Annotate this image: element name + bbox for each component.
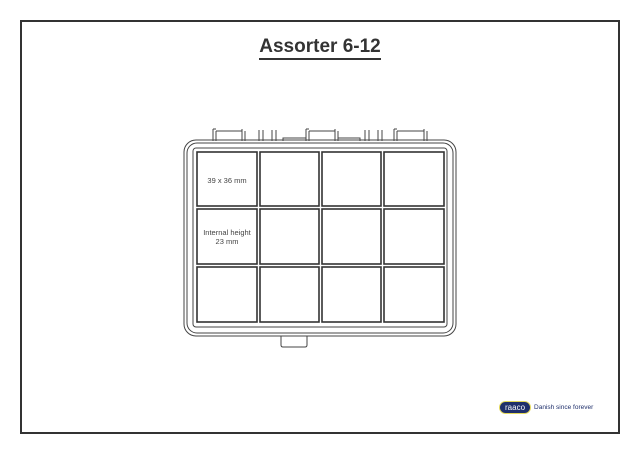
hinge-center [282, 128, 383, 141]
compartment-r1c4 [383, 151, 445, 207]
compartment-r1c2 [259, 151, 320, 207]
compartment-r1c1 [196, 151, 258, 207]
compartment-r1c3 [321, 151, 382, 207]
compartment-r2c4 [383, 208, 445, 265]
compartment-r2c3 [321, 208, 382, 265]
compartment-r3c1 [196, 266, 258, 323]
drawing-frame [20, 20, 620, 434]
hinge-right [393, 128, 428, 141]
title-text: Assorter 6-12 [259, 36, 381, 60]
raaco-logo-badge: raaco [500, 401, 531, 413]
internal-height-label: Internal height 23 mm [197, 228, 257, 246]
page-title: Assorter 6-12 [0, 36, 640, 60]
internal-height-line2: 23 mm [215, 237, 239, 246]
compartment-r2c2 [259, 208, 320, 265]
hinge-left [212, 128, 277, 141]
compartment-r3c2 [259, 266, 320, 323]
compartment-r3c4 [383, 266, 445, 323]
internal-height-line1: Internal height [203, 228, 251, 237]
brand-tagline: Danish since forever [534, 403, 594, 411]
compartment-r2c1 [196, 208, 258, 265]
compartment-dimensions-label: 39 x 36 mm [207, 176, 247, 185]
compartment-grid [196, 151, 445, 323]
compartment-r3c3 [321, 266, 382, 323]
brand-logo: raaco Danish since forever [500, 401, 593, 413]
